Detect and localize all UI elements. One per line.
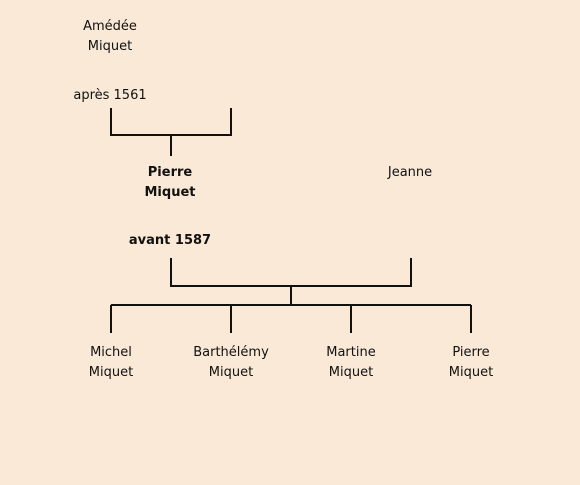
mother-name: Jeanne bbox=[350, 163, 470, 183]
child-2-last-name: Miquet bbox=[208, 365, 254, 380]
grandparent-bracket-line bbox=[110, 108, 232, 136]
child-1-last-name: Miquet bbox=[88, 365, 134, 380]
father-death-date: avant 1587 bbox=[110, 231, 230, 251]
father-last-name: Miquet bbox=[144, 185, 196, 200]
couple-bracket-line bbox=[170, 258, 412, 287]
child-2-name: Barthélémy Miquet bbox=[171, 343, 291, 383]
grandparent-death-date: après 1561 bbox=[50, 86, 170, 106]
grandparent-name: Amédée Miquet bbox=[50, 17, 170, 57]
child-1-name: Michel Miquet bbox=[51, 343, 171, 383]
child-3-last-name: Miquet bbox=[328, 365, 374, 380]
father-death-text: avant 1587 bbox=[128, 233, 212, 248]
child-3-name: Martine Miquet bbox=[291, 343, 411, 383]
child-4-last-name: Miquet bbox=[448, 365, 494, 380]
grandparent-first-name: Amédée bbox=[83, 19, 137, 34]
child-2-first-name: Barthélémy bbox=[193, 345, 269, 360]
mother-first-name: Jeanne bbox=[387, 165, 433, 180]
child-4-name: Pierre Miquet bbox=[411, 343, 531, 383]
grandparent-death-text: après 1561 bbox=[73, 88, 147, 103]
father-first-name: Pierre bbox=[147, 165, 193, 180]
father-name: Pierre Miquet bbox=[110, 163, 230, 203]
child-4-first-name: Pierre bbox=[452, 345, 490, 360]
child-3-first-name: Martine bbox=[326, 345, 376, 360]
grandparent-last-name: Miquet bbox=[87, 39, 133, 54]
child-1-first-name: Michel bbox=[90, 345, 132, 360]
